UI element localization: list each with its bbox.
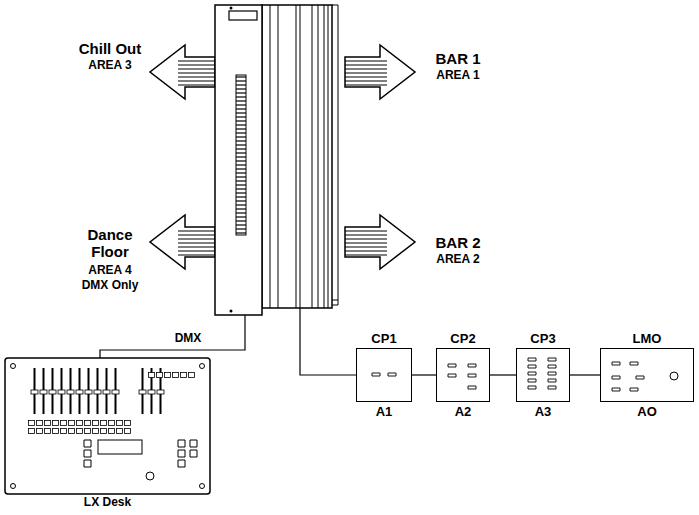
area-code: A3 bbox=[535, 405, 552, 419]
desk-name: LX Desk bbox=[84, 496, 131, 509]
desk-keys bbox=[148, 372, 196, 378]
area-number: AREA 2 bbox=[436, 253, 480, 267]
rack-front bbox=[215, 5, 262, 315]
rack-bracket bbox=[332, 5, 338, 305]
lighting-desk: LX Desk bbox=[5, 358, 210, 494]
panel-buttons bbox=[372, 373, 396, 376]
link-line bbox=[412, 374, 436, 375]
arrow-hatch bbox=[345, 231, 387, 255]
output-arrow bbox=[345, 215, 415, 269]
panel-sensor bbox=[670, 372, 678, 380]
panel-name: CP2 bbox=[450, 332, 475, 346]
rack-fins bbox=[270, 5, 328, 308]
link-line bbox=[570, 374, 600, 375]
output-arrow bbox=[150, 45, 215, 99]
panel-name: CP3 bbox=[530, 332, 555, 346]
output-arrow bbox=[345, 45, 415, 99]
arrow-hatch bbox=[178, 61, 215, 85]
rack-side bbox=[262, 5, 332, 308]
desk-buttons bbox=[84, 440, 197, 467]
dmx-wire bbox=[100, 315, 245, 358]
desk-screw bbox=[200, 484, 205, 489]
desk-keys bbox=[28, 428, 132, 434]
panel-buttons bbox=[448, 364, 476, 389]
signal-name: DMX bbox=[175, 332, 202, 346]
area-name: Dance Floor bbox=[74, 226, 146, 261]
control-wire bbox=[300, 308, 356, 375]
area-name: BAR 2 bbox=[435, 234, 480, 251]
desk-keys bbox=[28, 420, 132, 426]
arrow-hatch bbox=[178, 231, 215, 255]
desk-screw bbox=[11, 484, 16, 489]
area-code: A2 bbox=[455, 405, 472, 419]
control-panel: CP1A1 bbox=[356, 348, 412, 402]
area-name: BAR 1 bbox=[435, 50, 480, 67]
arrow-hatch bbox=[345, 61, 387, 85]
control-panel: CP3A3 bbox=[516, 348, 570, 402]
rack-screw bbox=[230, 7, 233, 10]
area-number: AREA 4 bbox=[88, 264, 132, 278]
panel-buttons bbox=[528, 358, 556, 389]
panel-name: CP1 bbox=[371, 332, 396, 346]
desk-knob bbox=[146, 472, 154, 480]
desk-screw bbox=[200, 364, 205, 369]
desk-screw bbox=[11, 364, 16, 369]
rack-screw bbox=[230, 310, 233, 313]
area-code: AO bbox=[637, 405, 657, 419]
control-panel: LMOAO bbox=[600, 348, 694, 402]
area-number: AREA 1 bbox=[436, 69, 480, 83]
control-panel: CP2A2 bbox=[436, 348, 490, 402]
desk-body bbox=[5, 358, 210, 494]
desk-display bbox=[98, 440, 142, 454]
output-arrow bbox=[150, 215, 215, 269]
area-code: A1 bbox=[376, 405, 393, 419]
panel-buttons bbox=[612, 362, 644, 391]
link-line bbox=[490, 374, 516, 375]
area-number: AREA 3 bbox=[88, 59, 132, 73]
area-note: DMX Only bbox=[82, 279, 139, 293]
rack-display bbox=[229, 11, 257, 20]
area-name: Chill Out bbox=[79, 40, 142, 57]
rack-vent bbox=[236, 75, 246, 235]
desk-faders bbox=[30, 368, 120, 414]
panel-name: LMO bbox=[633, 332, 662, 346]
